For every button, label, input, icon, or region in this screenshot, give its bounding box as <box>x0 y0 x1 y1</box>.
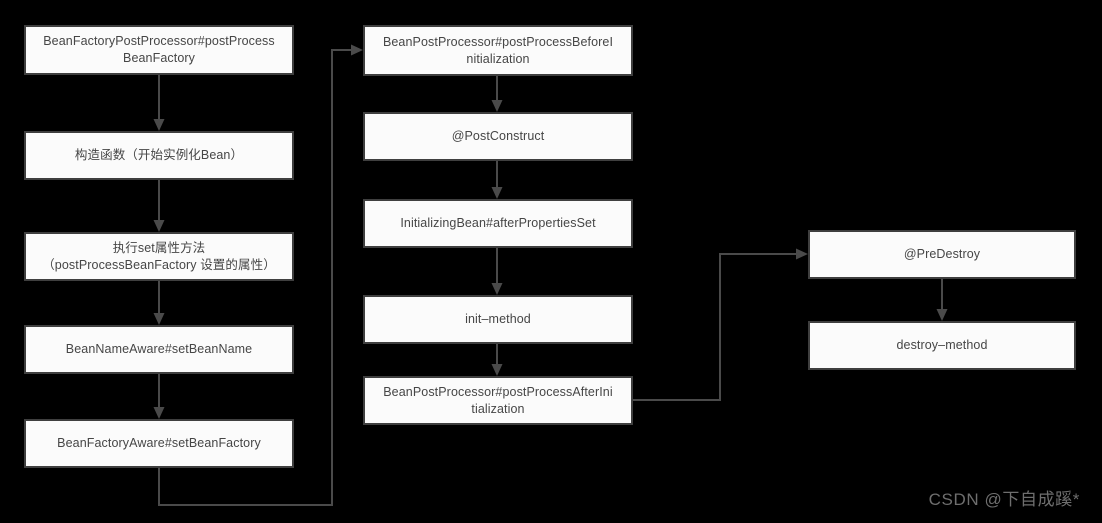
node-label: BeanNameAware#setBeanName <box>65 342 253 356</box>
node-label: @PreDestroy <box>903 247 981 261</box>
node-beanpostprocessor-postprocessafterinitialization[interactable]: BeanPostProcessor#postProcessAfterIni ti… <box>363 376 633 425</box>
arrowhead-icon <box>491 364 503 376</box>
node-beannameaware-setbeanname[interactable]: BeanNameAware#setBeanName <box>24 325 294 374</box>
arrowhead-icon <box>351 44 363 56</box>
node-label: init–method <box>465 312 531 326</box>
node-predestroy[interactable]: @PreDestroy <box>808 230 1076 279</box>
node-beanfactorypostprocessor-postprocessbeanfactory[interactable]: BeanFactoryPostProcessor#postProcess Bea… <box>24 25 294 75</box>
node-label: BeanFactoryPostProcessor#postProcess Bea… <box>43 34 275 65</box>
arrowhead-icon <box>491 100 503 112</box>
arrowhead-icon <box>491 187 503 199</box>
node-label: BeanFactoryAware#setBeanFactory <box>57 436 261 450</box>
node-set-properties[interactable]: 执行set属性方法 （postProcessBeanFactory 设置的属性） <box>24 232 294 281</box>
arrowhead-icon <box>153 407 165 419</box>
node-label: InitializingBean#afterPropertiesSet <box>400 216 596 230</box>
node-label: BeanPostProcessor#postProcessAfterIni ti… <box>383 384 613 416</box>
node-beanfactoryaware-setbeanfactory[interactable]: BeanFactoryAware#setBeanFactory <box>24 419 294 468</box>
arrowhead-icon <box>491 283 503 295</box>
arrowhead-icon <box>153 220 165 232</box>
watermark-text: CSDN @下自成蹊* <box>928 490 1080 509</box>
node-init-method[interactable]: init–method <box>363 295 633 344</box>
node-postconstruct[interactable]: @PostConstruct <box>363 112 633 161</box>
node-beanpostprocessor-postprocessbeforeinitialization[interactable]: BeanPostProcessor#postProcessBeforeI nit… <box>363 25 633 76</box>
edge-n10-to-n11 <box>633 253 801 401</box>
node-initializingbean-afterpropertiesset[interactable]: InitializingBean#afterPropertiesSet <box>363 199 633 248</box>
node-destroy-method[interactable]: destroy–method <box>808 321 1076 370</box>
node-label: BeanPostProcessor#postProcessBeforeI nit… <box>382 34 614 66</box>
node-constructor-instantiate-bean[interactable]: 构造函数（开始实例化Bean） <box>24 131 294 180</box>
node-label: 执行set属性方法 （postProcessBeanFactory 设置的属性） <box>42 240 276 272</box>
node-label: @PostConstruct <box>451 129 545 143</box>
arrowhead-icon <box>153 313 165 325</box>
arrowhead-icon <box>936 309 948 321</box>
node-label: 构造函数（开始实例化Bean） <box>74 148 244 162</box>
arrowhead-icon <box>153 119 165 131</box>
node-label: destroy–method <box>896 338 988 352</box>
arrowhead-icon <box>796 248 808 260</box>
